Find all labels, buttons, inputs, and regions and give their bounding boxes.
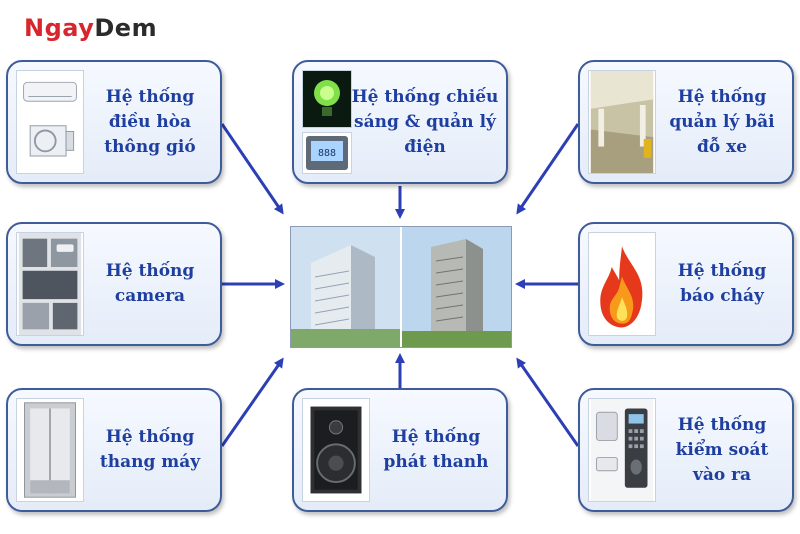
elevator-system-label: Hệ thống thang máy [99,427,201,472]
logo-part-dark: Dem [94,14,158,42]
power-meter-icon: 888 [302,132,352,174]
camera-system-box: Hệ thống camera [6,222,222,346]
light-bulb-icon [302,70,352,128]
elevator-system-box: Hệ thống thang máy [6,388,222,512]
hvac-system-box: Hệ thống điều hòa thông gió [6,60,222,184]
audio-system-box: Hệ thống phát thanh [292,388,508,512]
access-control-icon [588,398,656,502]
lighting-system-box: 888 Hệ thống chiếu sáng & quản lý điện [292,60,508,184]
access-control-system-label: Hệ thống kiểm soát vào ra [675,414,769,485]
parking-garage-icon [588,70,656,174]
arrow-hvac [220,123,284,215]
audio-system-label: Hệ thống phát thanh [383,427,489,472]
logo-part-red: Ngay [24,14,95,42]
speaker-icon [302,398,370,502]
fire-alarm-system-label: Hệ thống báo cháy [677,261,767,306]
svg-text:888: 888 [318,148,336,159]
access-control-system-box: Hệ thống kiểm soát vào ra [578,388,794,512]
building-icon [290,226,512,348]
fire-alarm-system-box: Hệ thống báo cháy [578,222,794,346]
logo: NgayDem [24,14,157,42]
lighting-system-label: Hệ thống chiếu sáng & quản lý điện [351,86,499,157]
fire-icon [588,232,656,336]
arrow-parking [516,123,580,215]
hvac-system-label: Hệ thống điều hòa thông gió [104,86,196,157]
parking-system-label: Hệ thống quản lý bãi đỗ xe [669,86,775,157]
parking-system-box: Hệ thống quản lý bãi đỗ xe [578,60,794,184]
arrow-elevator [220,357,284,447]
elevator-icon [16,398,84,502]
arrow-access [516,357,580,447]
air-conditioner-icon [16,70,84,174]
camera-system-label: Hệ thống camera [105,261,195,306]
cctv-camera-icon [16,232,84,336]
